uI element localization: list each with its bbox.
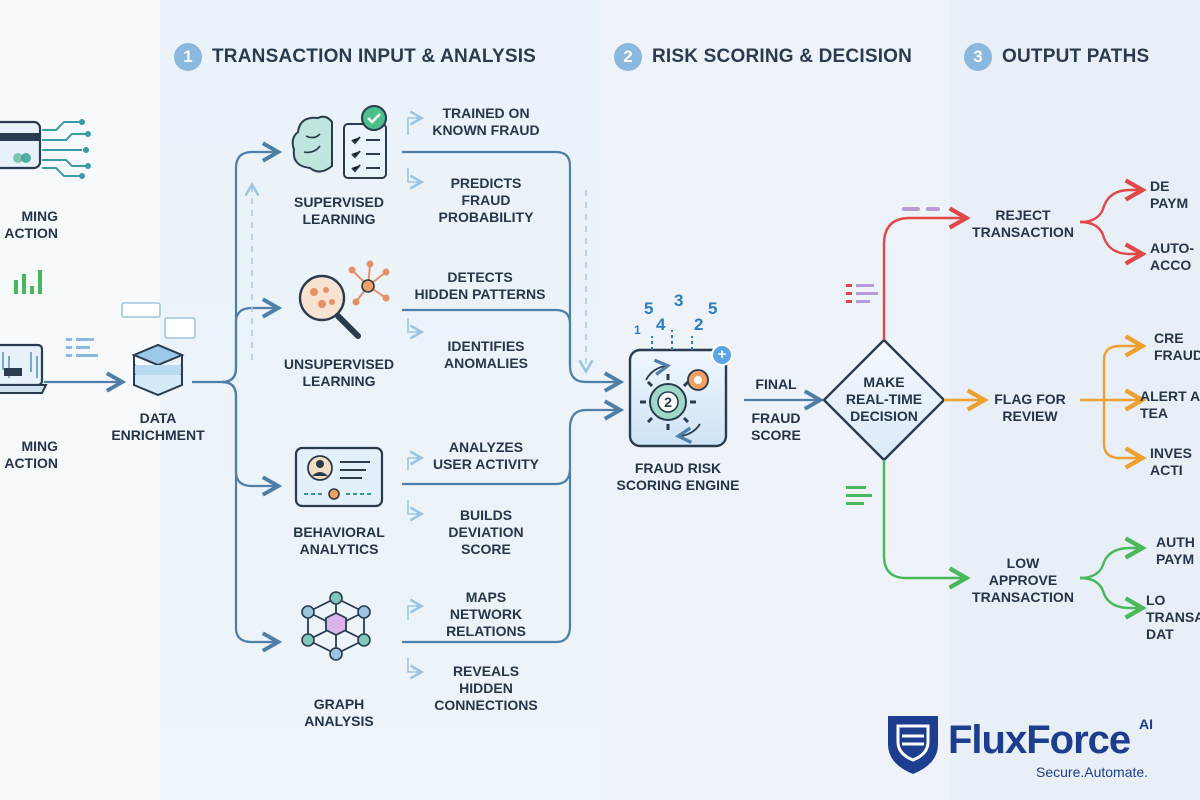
credit-card-icon [0, 119, 91, 179]
phase-3-background [950, 0, 1200, 800]
flag-action-1: CRE FRAUD [1154, 330, 1200, 363]
logo-tagline: Secure.Automate. [1036, 764, 1149, 780]
model-note: IDENTIFIES ANOMALIES [444, 338, 528, 371]
model-label-unsupervised: UNSUPERVISED LEARNING [283, 356, 395, 389]
brain-checklist-icon [291, 105, 387, 179]
scoring-engine-label: FRAUD RISK SCORING ENGINE [616, 460, 740, 493]
database-stack-icon [121, 302, 196, 397]
model-label-graph: GRAPH ANALYSIS [304, 696, 374, 729]
fluxforce-shield-logo-icon [888, 716, 938, 774]
score-digit: 2 [694, 315, 704, 334]
outcome-approve-label: LOW APPROVE TRANSACTION [972, 555, 1074, 605]
decision-label: MAKE REAL-TIME DECISION [845, 374, 923, 424]
model-note: BUILDS DEVIATION SCORE [448, 507, 524, 557]
flag-action-2: ALERT A TEA [1140, 388, 1200, 421]
phase-title: OUTPUT PATHS [1002, 46, 1150, 67]
incoming-transaction-label: MING ACTION [4, 438, 58, 471]
laptop-icon [0, 270, 98, 394]
model-note: PREDICTS FRAUD PROBABILITY [438, 175, 534, 225]
score-digit: 1 [634, 323, 641, 337]
plus-icon: + [717, 346, 727, 363]
mini-bars-decoration [846, 207, 940, 505]
phase-title: RISK SCORING & DECISION [652, 46, 913, 67]
phase-number-badge: 3 [964, 43, 992, 71]
model-note: DETECTS HIDDEN PATTERNS [414, 269, 546, 302]
magnifier-network-icon [298, 260, 390, 339]
model-note: ANALYZES USER ACTIVITY [432, 439, 540, 472]
phase-header-1: 1 TRANSACTION INPUT & ANALYSIS [174, 42, 536, 72]
phase-number-badge: 2 [614, 43, 642, 71]
phase-number-badge: 1 [174, 43, 202, 71]
reject-action-1: DE PAYM [1150, 178, 1189, 211]
reject-action-2: AUTO- ACCO [1150, 240, 1195, 273]
model-note: TRAINED ON KNOWN FRAUD [432, 105, 540, 138]
scoring-engine-box [628, 330, 733, 448]
outcome-reject-label: REJECT TRANSACTION [972, 207, 1074, 240]
phase-header-2: 2 RISK SCORING & DECISION [614, 42, 912, 72]
phase-header-3: 3 OUTPUT PATHS [964, 42, 1149, 72]
model-note: REVEALS HIDDEN CONNECTIONS [434, 663, 538, 713]
score-digit: 3 [674, 291, 684, 310]
data-enrichment-label: DATA ENRICHMENT [111, 410, 205, 443]
score-digit: 5 [708, 299, 718, 318]
profile-card-icon [294, 446, 384, 508]
gear-number: 2 [664, 394, 672, 410]
model-label-supervised: SUPERVISED LEARNING [294, 194, 384, 227]
logo-brand-name: FluxForce [948, 718, 1131, 762]
phase-title: TRANSACTION INPUT & ANALYSIS [212, 46, 537, 67]
model-note: MAPS NETWORK RELATIONS [446, 589, 526, 639]
logo-ai-mark: AI [1139, 716, 1153, 732]
network-graph-icon [301, 591, 371, 661]
fluxforce-logo: FluxForce AI Secure.Automate. [886, 712, 1186, 792]
fraud-score-label: FRAUD SCORE [751, 410, 801, 443]
final-score-label: FINAL [755, 376, 797, 392]
score-digit: 4 [656, 315, 666, 334]
incoming-transaction-label: MING ACTION [4, 208, 58, 241]
outcome-flag-label: FLAG FOR REVIEW [994, 391, 1066, 424]
score-digit: 5 [644, 299, 654, 318]
approve-action-2: LO TRANSA DAT [1146, 592, 1200, 642]
model-label-behavioral: BEHAVIORAL ANALYTICS [293, 524, 385, 557]
approve-action-1: AUTH PAYM [1156, 534, 1195, 567]
flag-action-3: INVES ACTI [1150, 445, 1193, 478]
